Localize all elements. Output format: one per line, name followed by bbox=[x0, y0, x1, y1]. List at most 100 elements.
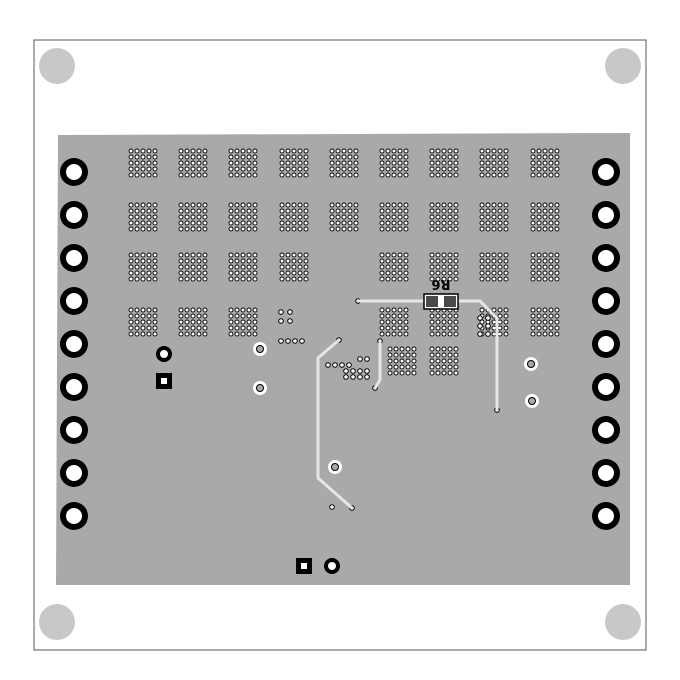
via bbox=[530, 154, 536, 160]
via bbox=[411, 346, 417, 352]
via bbox=[240, 154, 246, 160]
via bbox=[234, 202, 240, 208]
via bbox=[536, 166, 542, 172]
via bbox=[146, 270, 152, 276]
via bbox=[279, 154, 285, 160]
via bbox=[497, 313, 503, 319]
via bbox=[497, 331, 503, 337]
via bbox=[441, 358, 447, 364]
via bbox=[479, 270, 485, 276]
via bbox=[411, 370, 417, 376]
via bbox=[429, 276, 435, 282]
via bbox=[240, 331, 246, 337]
via bbox=[184, 172, 190, 178]
via bbox=[279, 276, 285, 282]
via bbox=[353, 220, 359, 226]
via bbox=[196, 172, 202, 178]
via bbox=[184, 154, 190, 160]
via bbox=[234, 325, 240, 331]
via bbox=[297, 208, 303, 214]
via bbox=[403, 319, 409, 325]
via bbox=[357, 374, 363, 380]
via bbox=[554, 154, 560, 160]
via bbox=[497, 154, 503, 160]
via bbox=[202, 154, 208, 160]
via bbox=[536, 276, 542, 282]
via bbox=[134, 208, 140, 214]
via bbox=[479, 252, 485, 258]
via bbox=[134, 172, 140, 178]
via bbox=[297, 264, 303, 270]
via bbox=[346, 362, 352, 368]
via bbox=[184, 166, 190, 172]
via bbox=[385, 214, 391, 220]
via bbox=[196, 202, 202, 208]
via bbox=[291, 154, 297, 160]
via bbox=[542, 313, 548, 319]
via bbox=[379, 307, 385, 313]
via bbox=[279, 202, 285, 208]
via bbox=[403, 258, 409, 264]
via bbox=[350, 374, 356, 380]
via bbox=[429, 226, 435, 232]
via bbox=[202, 202, 208, 208]
via bbox=[548, 202, 554, 208]
via bbox=[379, 208, 385, 214]
via bbox=[503, 264, 509, 270]
mounting-holes bbox=[39, 48, 641, 640]
via bbox=[178, 252, 184, 258]
via bbox=[453, 172, 459, 178]
via bbox=[429, 160, 435, 166]
via bbox=[379, 264, 385, 270]
via bbox=[184, 160, 190, 166]
via bbox=[479, 208, 485, 214]
via bbox=[391, 319, 397, 325]
right-header-pin-hole bbox=[598, 465, 614, 481]
via bbox=[184, 226, 190, 232]
via bbox=[379, 202, 385, 208]
via bbox=[343, 368, 349, 374]
via bbox=[134, 220, 140, 226]
via bbox=[435, 208, 441, 214]
via bbox=[497, 276, 503, 282]
via bbox=[279, 270, 285, 276]
via bbox=[530, 214, 536, 220]
via bbox=[548, 307, 554, 313]
via bbox=[335, 214, 341, 220]
via bbox=[128, 160, 134, 166]
via bbox=[554, 276, 560, 282]
via bbox=[485, 264, 491, 270]
via bbox=[447, 258, 453, 264]
via bbox=[491, 202, 497, 208]
via bbox=[252, 202, 258, 208]
via bbox=[497, 166, 503, 172]
via bbox=[285, 226, 291, 232]
via bbox=[146, 307, 152, 313]
via bbox=[134, 270, 140, 276]
via bbox=[391, 214, 397, 220]
via bbox=[196, 307, 202, 313]
via bbox=[178, 226, 184, 232]
via bbox=[387, 358, 393, 364]
via bbox=[453, 208, 459, 214]
via bbox=[536, 252, 542, 258]
via bbox=[146, 160, 152, 166]
via bbox=[453, 264, 459, 270]
via bbox=[140, 172, 146, 178]
via bbox=[240, 214, 246, 220]
via bbox=[548, 148, 554, 154]
via bbox=[140, 252, 146, 258]
via bbox=[554, 208, 560, 214]
via bbox=[291, 166, 297, 172]
via bbox=[178, 154, 184, 160]
via bbox=[343, 374, 349, 380]
via bbox=[453, 313, 459, 319]
via bbox=[128, 258, 134, 264]
via bbox=[429, 172, 435, 178]
via bbox=[479, 214, 485, 220]
via bbox=[146, 208, 152, 214]
via bbox=[128, 172, 134, 178]
via bbox=[453, 220, 459, 226]
via bbox=[240, 258, 246, 264]
via bbox=[447, 270, 453, 276]
